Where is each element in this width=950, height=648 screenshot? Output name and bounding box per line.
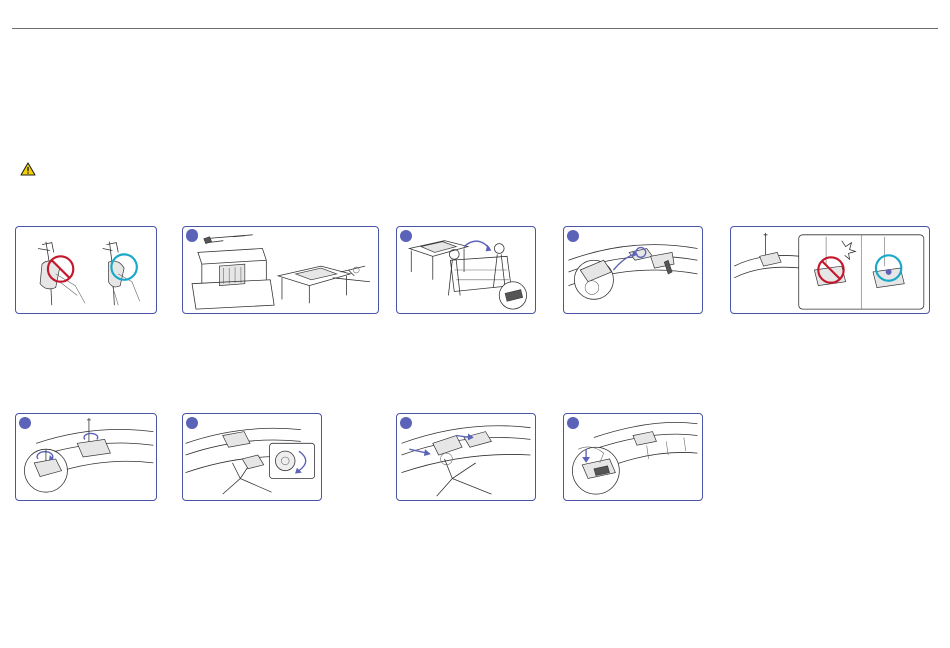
step-number-badge xyxy=(400,230,412,242)
press-cover-illustration xyxy=(564,414,702,500)
step-number-badge xyxy=(186,417,198,429)
grip-illustration xyxy=(16,227,156,313)
screw-warning-illustration xyxy=(731,227,929,313)
tighten-screw-illustration xyxy=(16,414,156,500)
panel-step-tighten-screw xyxy=(15,413,157,501)
step-number-badge xyxy=(400,417,412,429)
lift-illustration xyxy=(397,227,535,313)
warning-triangle-icon xyxy=(20,162,36,176)
insert-neck-illustration xyxy=(564,227,702,313)
panel-step-join-base xyxy=(396,413,536,501)
panel-step-attach-base xyxy=(182,413,322,501)
join-base-illustration xyxy=(397,414,535,500)
panel-step-insert-neck xyxy=(563,226,703,314)
step-number-badge xyxy=(186,230,198,242)
unbox-illustration xyxy=(183,227,378,313)
panel-grip-wrong-right xyxy=(15,226,157,314)
panel-step-unbox-parts xyxy=(182,226,379,314)
panel-step-press-cover xyxy=(563,413,703,501)
header-rule xyxy=(12,28,938,29)
panel-step-lift-monitor xyxy=(396,226,536,314)
step-number-badge xyxy=(567,230,579,242)
panel-screw-warning xyxy=(730,226,930,314)
attach-base-illustration xyxy=(183,414,321,500)
step-number-badge xyxy=(19,417,31,429)
step-number-badge xyxy=(567,417,579,429)
